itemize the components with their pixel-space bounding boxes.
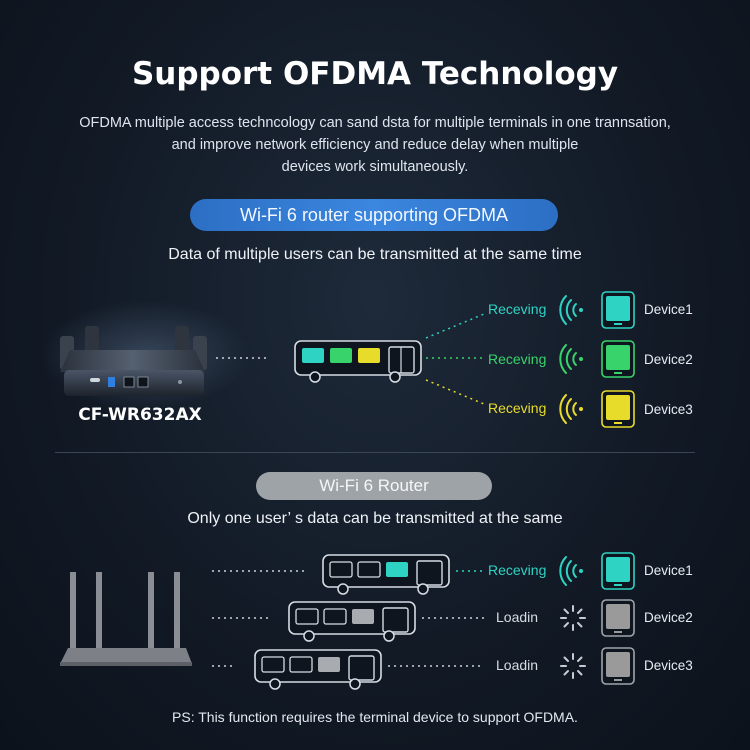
legacy-bus-1 <box>322 554 450 595</box>
wifi-arcs-bottom <box>559 556 583 586</box>
legacy-bus-2 <box>288 601 416 642</box>
wifi-arcs-top <box>559 295 583 424</box>
ofdma-section-pill: Wi-Fi 6 router supporting OFDMA <box>190 199 558 231</box>
page-title: Support OFDMA Technology <box>131 56 619 92</box>
legacy-device-1-name: Device1 <box>644 563 693 578</box>
footnote: PS: This function requires the terminal … <box>172 709 578 725</box>
description-line-1: OFDMA multiple access techncology can sa… <box>79 115 671 131</box>
loading-spinner-1 <box>560 605 586 631</box>
device-2-name: Device2 <box>644 352 693 367</box>
phones-top <box>601 291 635 428</box>
device-2-status: Receving <box>488 351 547 367</box>
ofdma-section-subtitle: Data of multiple users can be transmitte… <box>168 246 582 263</box>
device-1-status: Receving <box>488 301 547 317</box>
legacy-router <box>60 572 192 666</box>
device-3-name: Device3 <box>644 402 693 417</box>
description-line-2: and improve network efficiency and reduc… <box>171 137 579 153</box>
legacy-device-2-status: Loadin <box>496 609 539 625</box>
router-model-label: CF-WR632AX <box>78 405 202 425</box>
legacy-bus-3 <box>254 649 382 690</box>
ofdma-bus <box>294 340 422 383</box>
legacy-section-pill: Wi-Fi 6 Router <box>256 472 492 500</box>
legacy-device-2-name: Device2 <box>644 610 693 625</box>
phones-bottom <box>601 552 635 685</box>
device-1-name: Device1 <box>644 302 693 317</box>
ofdma-router <box>60 326 207 396</box>
device-3-status: Receving <box>488 400 547 416</box>
legacy-device-3-name: Device3 <box>644 658 693 673</box>
description: OFDMA multiple access techncology can sa… <box>30 112 720 178</box>
section-divider <box>55 452 695 453</box>
legacy-section-subtitle: Only one user’ s data can be transmitted… <box>187 510 563 527</box>
loading-spinner-2 <box>560 653 586 679</box>
legacy-device-1-status: Receving <box>488 562 547 578</box>
legacy-device-3-status: Loadin <box>496 657 539 673</box>
description-line-3: devices work simultaneously. <box>281 159 469 175</box>
